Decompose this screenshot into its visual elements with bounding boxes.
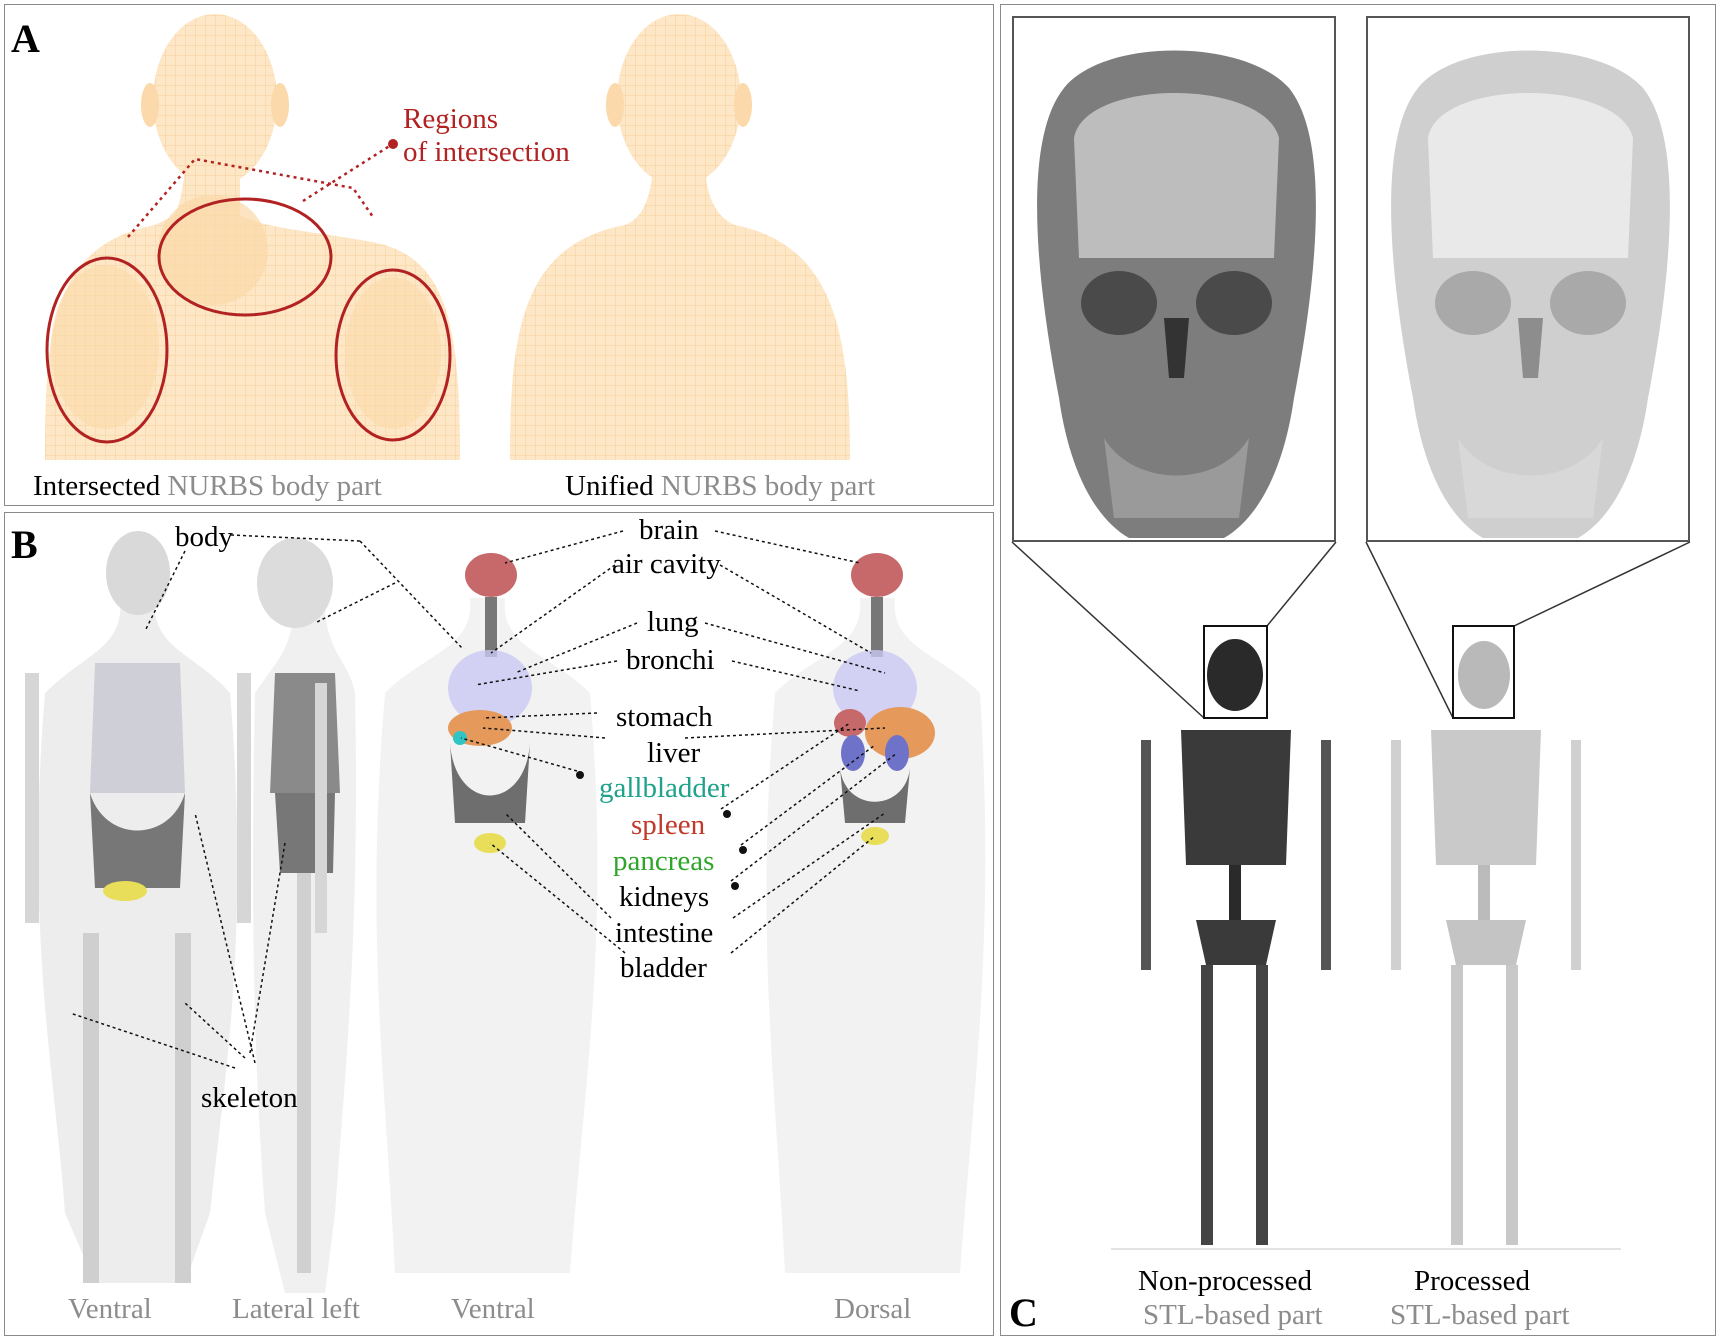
processed-subtitle: STL-based part xyxy=(1390,1299,1570,1331)
zoom-box-right xyxy=(1452,625,1515,719)
label-liver: liver xyxy=(647,737,701,769)
label-brain: brain xyxy=(639,514,699,546)
skeleton-non-processed xyxy=(1141,639,1331,1245)
view-lateral-left: Lateral left xyxy=(232,1293,360,1325)
intersected-caption: Intersected NURBS body part xyxy=(33,472,382,501)
panel-b: B body skeleton brain air cavity lung br… xyxy=(4,512,994,1336)
intersection-region-markers xyxy=(45,197,452,444)
panel-c-label: C xyxy=(1009,1290,1038,1335)
zoom-connectors xyxy=(1011,541,1691,719)
panel-c: C Non-processed STL-based part Processed… xyxy=(1000,4,1716,1336)
panel-a-figure xyxy=(45,14,850,460)
non-processed-subtitle: STL-based part xyxy=(1143,1299,1323,1331)
zoom-box-left xyxy=(1203,625,1268,719)
unified-caption: Unified NURBS body part xyxy=(565,472,875,501)
label-spleen: spleen xyxy=(631,809,706,841)
panel-b-leader-lines xyxy=(69,530,898,1069)
label-stomach: stomach xyxy=(616,701,713,733)
panel-a-label: A xyxy=(11,16,40,61)
panel-c-figure xyxy=(1011,541,1691,1250)
zoom-skull-non-processed xyxy=(1012,16,1336,542)
panel-b-label: B xyxy=(11,522,38,567)
non-processed-title: Non-processed xyxy=(1138,1265,1312,1297)
unified-body-mesh xyxy=(510,14,850,460)
intersected-caption-bold: Intersected xyxy=(33,470,161,502)
label-gallbladder: gallbladder xyxy=(599,772,730,804)
view-dorsal: Dorsal xyxy=(834,1293,912,1325)
skull-processed xyxy=(1391,50,1670,538)
skull-non-processed xyxy=(1037,50,1316,538)
panel-b-leader-dots xyxy=(576,771,747,890)
panel-b-figure xyxy=(25,530,986,1293)
figure-ventral-skeleton xyxy=(25,531,251,1283)
label-air-cavity: air cavity xyxy=(612,548,721,580)
callout-dot xyxy=(388,139,398,149)
view-ventral-2: Ventral xyxy=(451,1293,535,1325)
label-body: body xyxy=(175,521,233,553)
label-intestine: intestine xyxy=(615,917,714,949)
figure-lateral-skeleton xyxy=(253,538,356,1293)
zoom-skull-processed xyxy=(1366,16,1690,542)
label-bronchi: bronchi xyxy=(626,644,715,676)
figure-dorsal-organs xyxy=(766,553,986,1273)
unified-caption-bold: Unified xyxy=(565,470,654,502)
label-kidneys: kidneys xyxy=(619,881,710,913)
view-ventral-1: Ventral xyxy=(68,1293,152,1325)
skeleton-processed xyxy=(1391,641,1581,1245)
callout-leader-lines xyxy=(127,143,392,238)
label-lung: lung xyxy=(647,606,699,638)
processed-title: Processed xyxy=(1414,1265,1530,1297)
label-pancreas: pancreas xyxy=(613,845,715,877)
intersected-body-mesh xyxy=(45,14,460,460)
label-skeleton: skeleton xyxy=(201,1082,298,1114)
callout-label: Regions of intersection xyxy=(403,103,570,169)
unified-caption-grey: NURBS body part xyxy=(660,470,876,502)
intersected-caption-grey: NURBS body part xyxy=(167,470,382,502)
label-bladder: bladder xyxy=(620,952,707,984)
panel-a: A Regions of intersection Intersected NU… xyxy=(4,4,994,506)
figure-ventral-organs xyxy=(376,553,598,1273)
